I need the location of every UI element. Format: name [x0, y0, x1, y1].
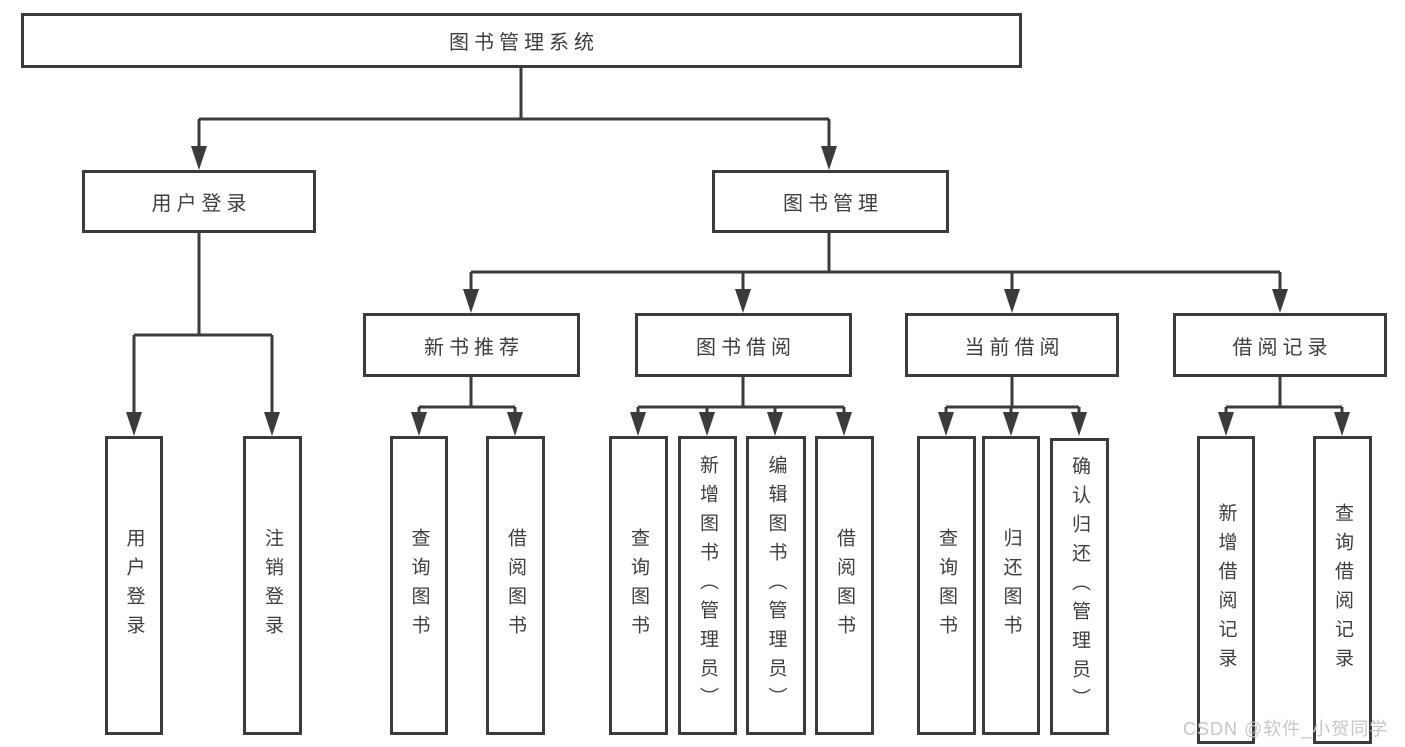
node-new-book-recommend: 新书推荐	[363, 313, 580, 377]
node-root-label: 图书管理系统	[449, 32, 599, 54]
leaf-query-books-recommend-label: 查询图书	[408, 527, 430, 644]
leaf-logout: 注销登录	[243, 436, 302, 735]
node-user-login: 用户登录	[82, 170, 316, 233]
leaf-confirm-return-admin-label: 确认归还（管理员）	[1069, 456, 1090, 717]
leaf-user-login: 用户登录	[105, 436, 163, 735]
leaf-query-books-recommend: 查询图书	[390, 436, 448, 735]
node-book-management-label: 图书管理	[783, 193, 883, 215]
node-book-borrowing: 图书借阅	[635, 313, 852, 377]
leaf-add-books-admin-label: 新增图书（管理员）	[697, 455, 718, 716]
leaf-add-borrow-record: 新增借阅记录	[1197, 436, 1255, 744]
csdn-watermark: CSDN @软件_小贺同学	[1183, 719, 1389, 739]
leaf-add-borrow-record-label: 新增借阅记录	[1215, 503, 1237, 677]
leaf-query-borrow-record-label: 查询借阅记录	[1332, 503, 1353, 677]
node-root: 图书管理系统	[21, 13, 1022, 68]
leaf-edit-books-admin-label: 编辑图书（管理员）	[765, 455, 787, 716]
node-current-borrowing: 当前借阅	[905, 313, 1119, 377]
leaf-query-books-borrowing: 查询图书	[609, 436, 668, 735]
leaf-logout-label: 注销登录	[262, 527, 283, 644]
leaf-user-login-label: 用户登录	[123, 527, 145, 644]
leaf-query-books-current: 查询图书	[917, 436, 976, 735]
node-borrowing-records: 借阅记录	[1173, 313, 1387, 377]
node-current-borrowing-label: 当前借阅	[964, 336, 1065, 359]
leaf-return-books-label: 归还图书	[1000, 527, 1022, 644]
leaf-query-books-current-label: 查询图书	[936, 527, 957, 644]
node-new-book-recommend-label: 新书推荐	[424, 336, 524, 359]
leaf-query-books-borrowing-label: 查询图书	[628, 527, 649, 644]
leaf-confirm-return-admin: 确认归还（管理员）	[1050, 438, 1109, 735]
leaf-borrow-books-recommend-label: 借阅图书	[505, 527, 526, 644]
arrowheads	[126, 146, 1350, 436]
leaf-borrow-books-recommend: 借阅图书	[486, 436, 545, 735]
leaf-edit-books-admin: 编辑图书（管理员）	[746, 436, 806, 735]
leaf-add-books-admin: 新增图书（管理员）	[678, 436, 737, 735]
node-book-borrowing-label: 图书借阅	[696, 336, 796, 359]
node-book-management: 图书管理	[712, 170, 949, 233]
node-borrowing-records-label: 借阅记录	[1232, 336, 1333, 359]
leaf-return-books: 归还图书	[982, 436, 1040, 735]
leaf-borrow-books-borrowing-label: 借阅图书	[834, 527, 855, 644]
leaf-borrow-books-borrowing: 借阅图书	[815, 436, 874, 735]
leaf-query-borrow-record: 查询借阅记录	[1313, 436, 1372, 744]
node-user-login-label: 用户登录	[151, 193, 252, 215]
